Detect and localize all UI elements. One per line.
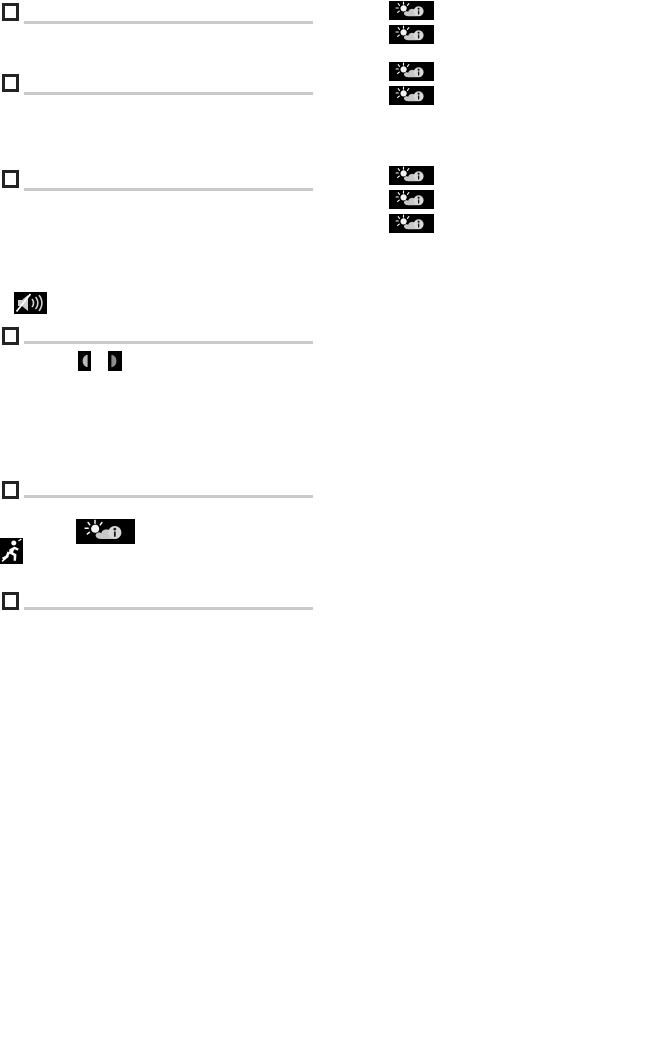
next-track-icon[interactable]: next-track-icon (108, 351, 122, 371)
checkbox-2[interactable] (2, 74, 19, 92)
speaker-muted-icon[interactable]: speaker-muted-icon (14, 292, 47, 314)
weather-group-3: sun-behind-cloud-info-icon sun-behind-cl… (389, 166, 434, 238)
sun-behind-cloud-info-icon[interactable]: sun-behind-cloud-info-icon (389, 214, 434, 233)
sun-behind-cloud-info-icon[interactable]: sun-behind-cloud-info-icon (389, 1, 434, 20)
sun-behind-cloud-info-icon[interactable]: sun-behind-cloud-info-icon (389, 86, 434, 105)
sun-behind-cloud-info-icon[interactable]: sun-behind-cloud-info-icon (389, 190, 434, 209)
sun-behind-cloud-info-icon[interactable]: sun-behind-cloud-info-icon (76, 519, 135, 544)
running-person-icon[interactable]: running-person-icon (0, 538, 23, 564)
field-rule-6 (24, 607, 313, 610)
sun-behind-cloud-info-icon[interactable]: sun-behind-cloud-info-icon (389, 25, 434, 44)
field-rule-3 (24, 188, 313, 191)
checkbox-3[interactable] (2, 170, 19, 188)
weather-group-2: sun-behind-cloud-info-icon sun-behind-cl… (389, 62, 434, 110)
checkbox-5[interactable] (2, 481, 19, 499)
sun-behind-cloud-info-icon[interactable]: sun-behind-cloud-info-icon (389, 166, 434, 185)
checkbox-4[interactable] (2, 327, 19, 345)
field-rule-1 (24, 21, 313, 24)
previous-track-icon[interactable]: previous-track-icon (78, 351, 91, 371)
checkbox-1[interactable] (2, 3, 19, 21)
sun-behind-cloud-info-icon[interactable]: sun-behind-cloud-info-icon (389, 62, 434, 81)
field-rule-4 (24, 341, 313, 344)
checkbox-6[interactable] (2, 592, 19, 610)
weather-group-1: sun-behind-cloud-info-icon sun-behind-cl… (389, 1, 434, 49)
field-rule-5 (24, 495, 313, 498)
field-rule-2 (24, 92, 313, 95)
